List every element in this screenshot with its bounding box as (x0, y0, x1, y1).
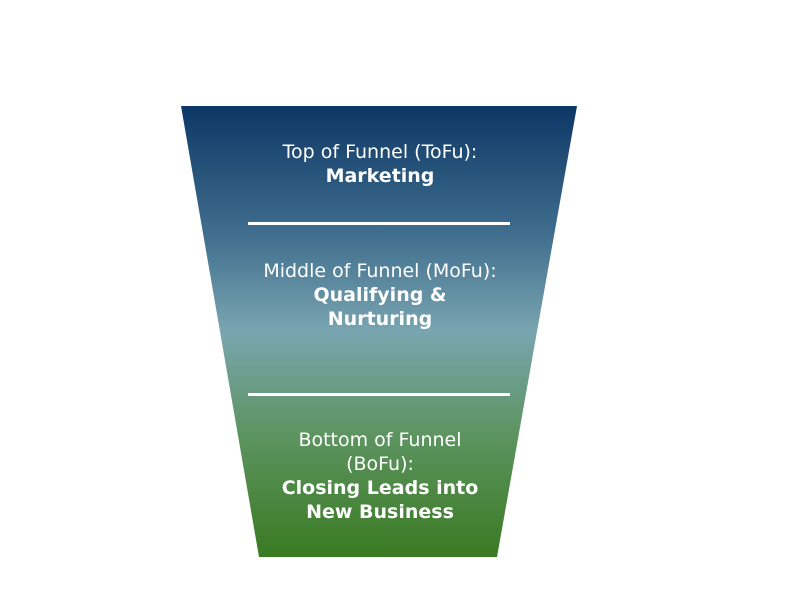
divider-line-middle-bottom (248, 393, 510, 396)
stage-focus-top: Marketing (325, 165, 435, 187)
funnel-shape (181, 106, 577, 557)
stage-name-top: Top of Funnel (ToFu): (282, 141, 478, 163)
stage-name-middle: Middle of Funnel (MoFu): (263, 260, 497, 282)
stage-focus-bottom: Closing Leads into New Business (281, 477, 479, 523)
stage-name-bottom: Bottom of Funnel (BoFu): (298, 429, 462, 475)
stage-focus-middle: Qualifying & Nurturing (313, 284, 447, 330)
funnel-stage-bottom: Bottom of Funnel (BoFu): Closing Leads i… (262, 428, 498, 524)
funnel-stage-top: Top of Funnel (ToFu): Marketing (240, 140, 520, 188)
divider-line-top-middle (248, 222, 510, 225)
funnel-stage-middle: Middle of Funnel (MoFu): Qualifying & Nu… (260, 259, 500, 331)
